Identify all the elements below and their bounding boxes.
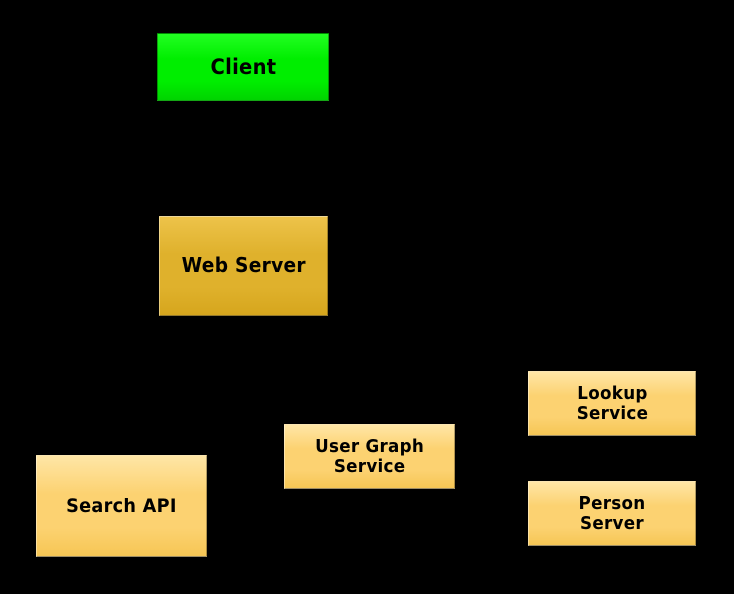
node-client[interactable]: Client — [157, 33, 329, 101]
node-user-graph-service[interactable]: User Graph Service — [284, 424, 455, 489]
node-person-server[interactable]: Person Server — [528, 481, 696, 546]
node-web-server-label: Web Server — [181, 253, 306, 278]
node-search-api-label: Search API — [66, 494, 177, 517]
node-lookup-service[interactable]: Lookup Service — [528, 371, 696, 436]
node-lookup-service-label: Lookup Service — [576, 383, 648, 424]
node-person-server-label: Person Server — [578, 493, 646, 534]
node-user-graph-service-label: User Graph Service — [315, 436, 424, 477]
node-client-label: Client — [210, 54, 276, 79]
node-web-server[interactable]: Web Server — [159, 216, 328, 316]
node-search-api[interactable]: Search API — [36, 455, 207, 557]
